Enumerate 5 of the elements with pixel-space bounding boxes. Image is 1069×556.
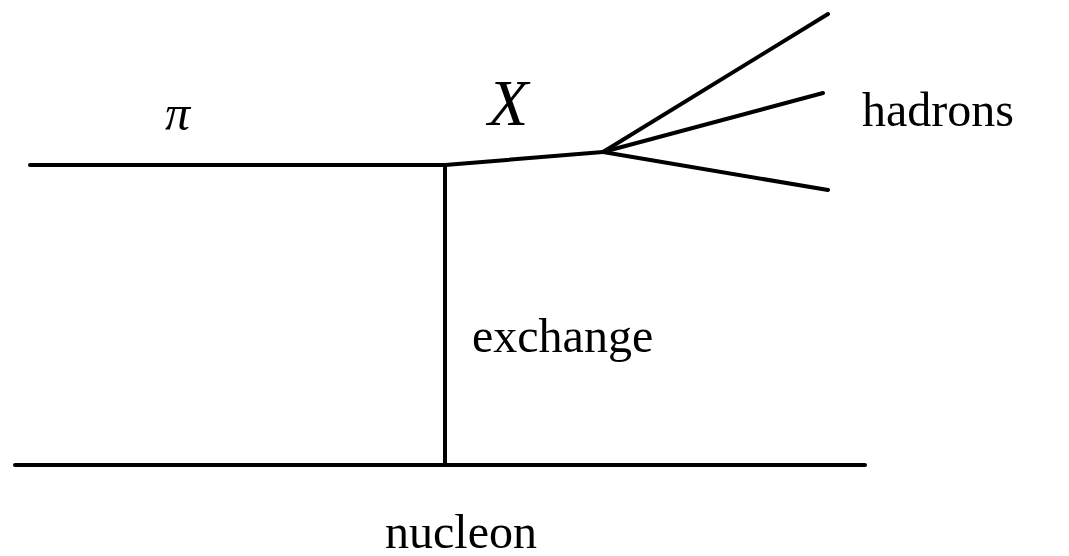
- particle-label: nucleon: [385, 508, 537, 556]
- symbol-label: π: [165, 88, 191, 138]
- particle-label: exchange: [472, 312, 654, 360]
- particle-label: hadrons: [862, 86, 1014, 134]
- symbol-label: X: [488, 70, 529, 136]
